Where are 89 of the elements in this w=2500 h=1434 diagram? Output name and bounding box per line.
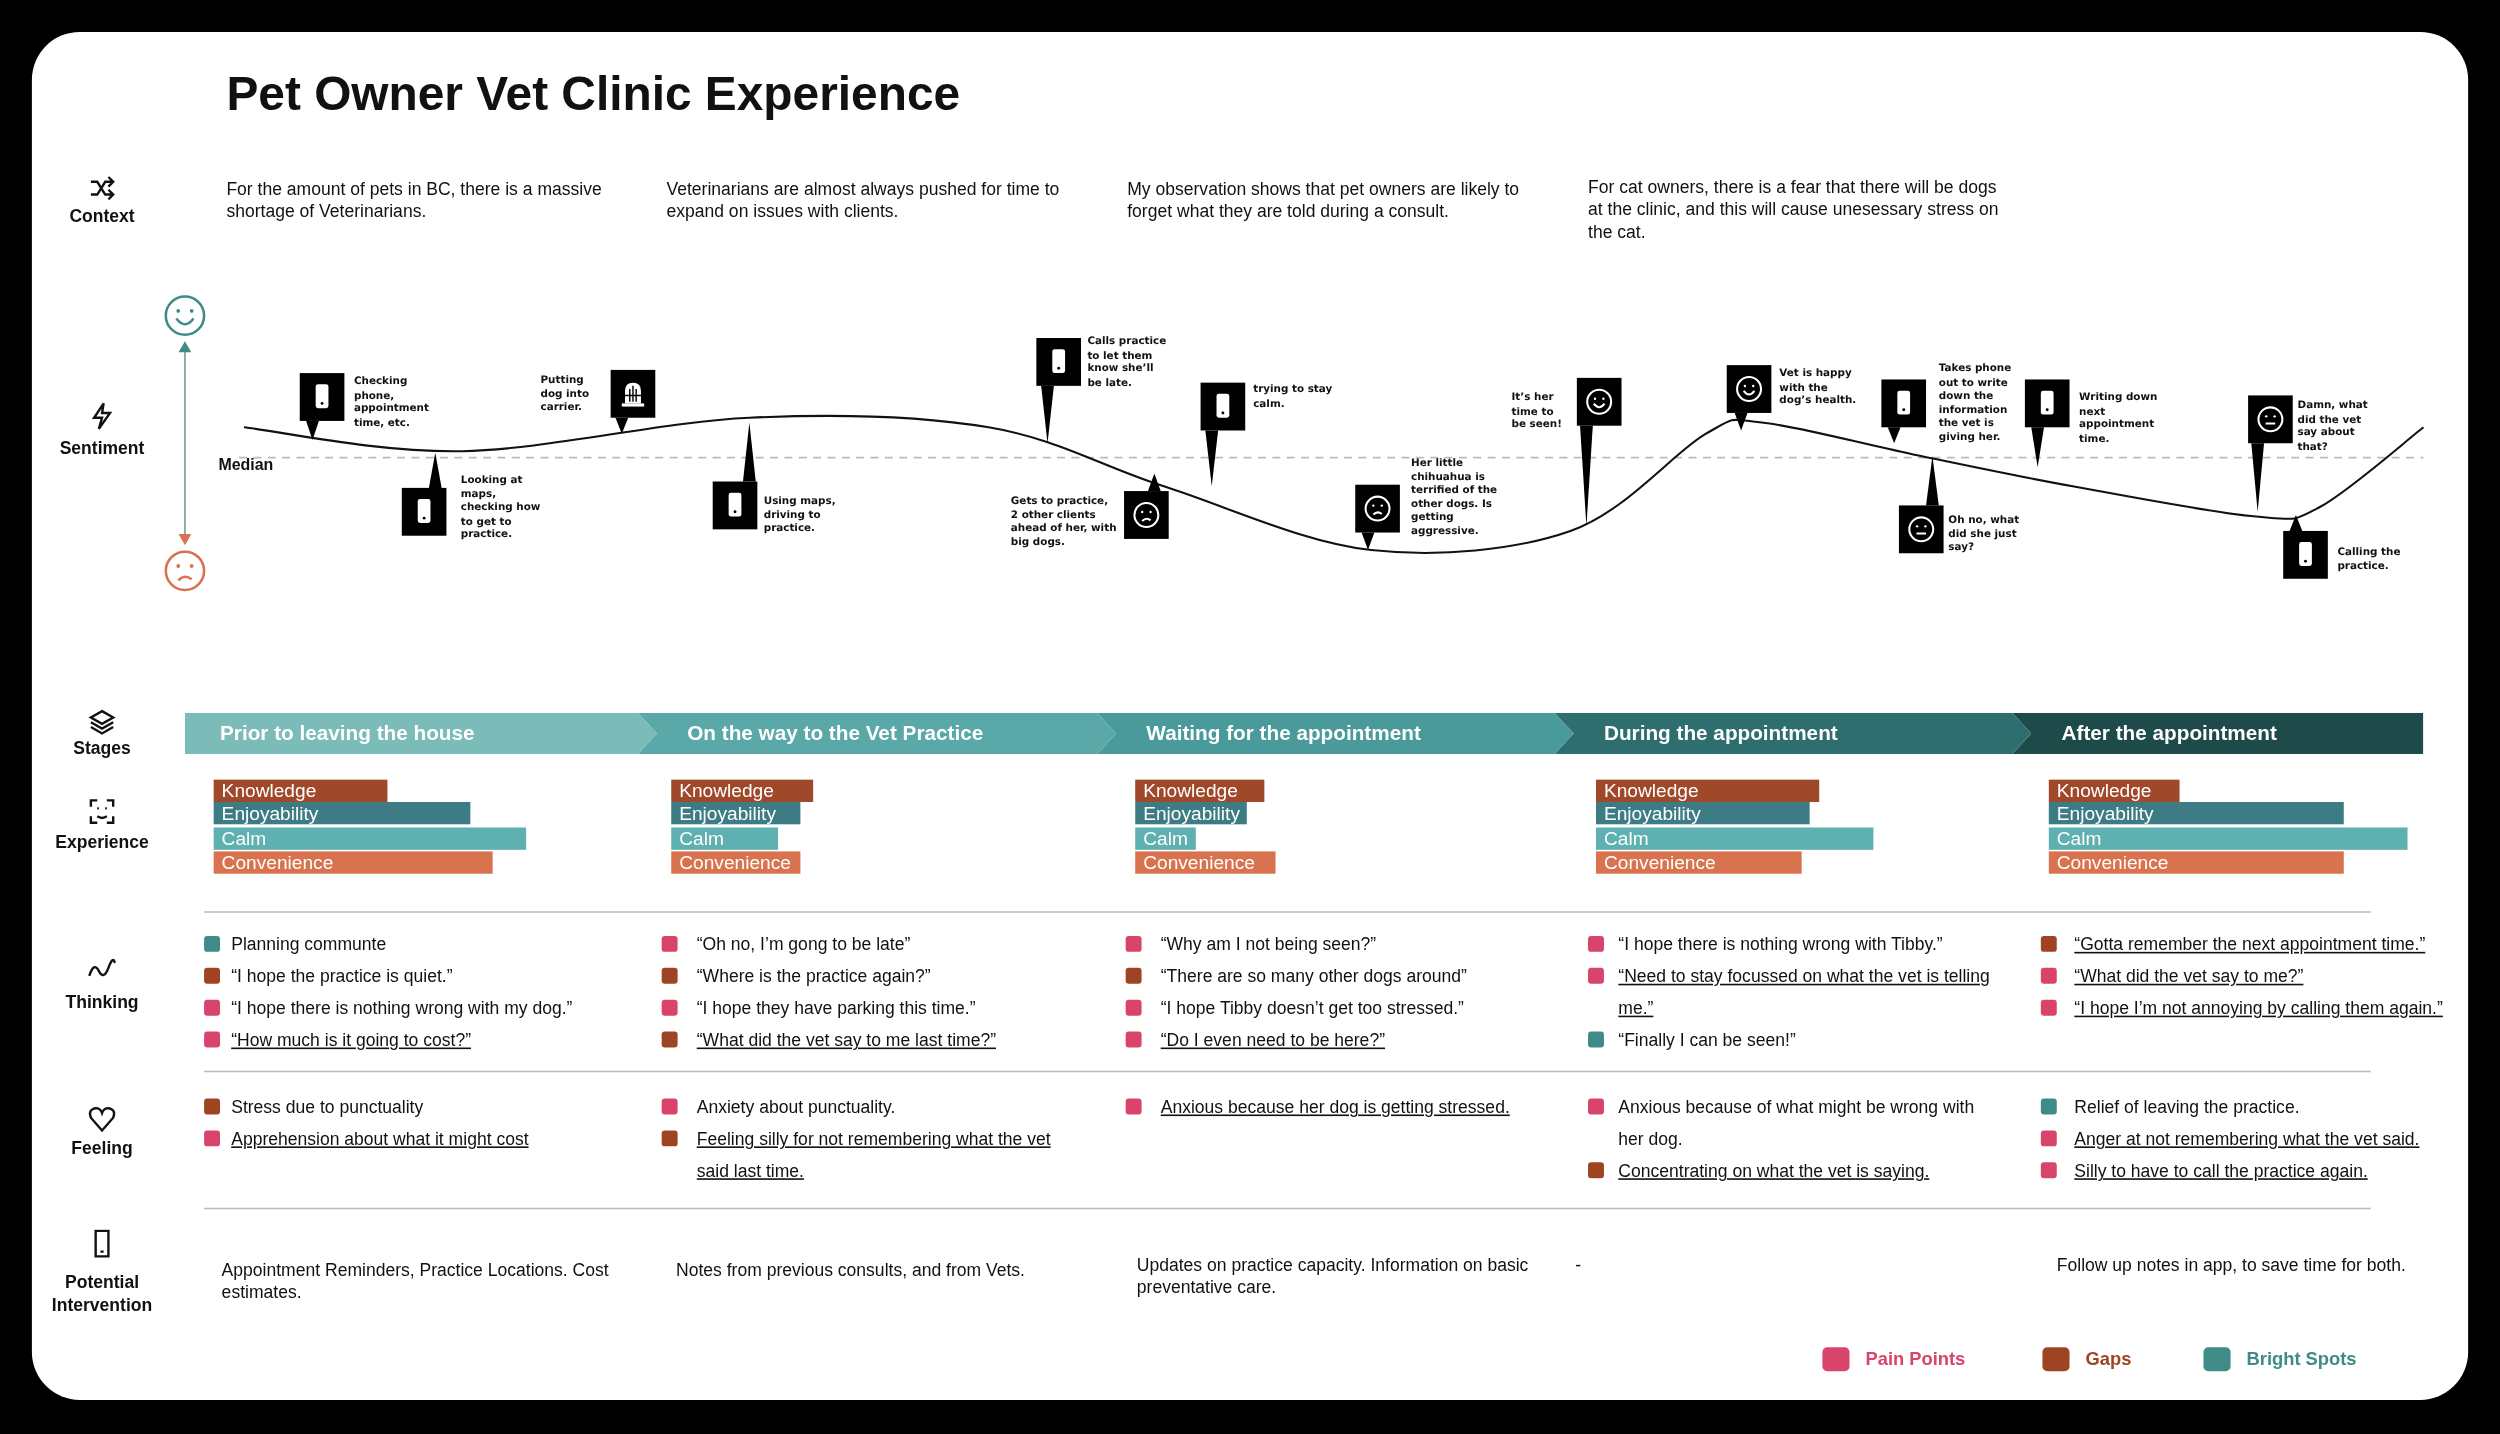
bullet-text: Anxious because her dog is getting stressed.	[1160, 1095, 1511, 1118]
bullet-text: Feeling silly for not remembering what the vet said last time.	[696, 1127, 1052, 1182]
bullet-text: Silly to have to call the practice again.	[2074, 1159, 2369, 1182]
callout-text: Looking at maps, checking how to get to practice.	[460, 473, 541, 542]
row-heading: Context	[68, 204, 136, 227]
bullet-text: “Finally I can be seen!”	[1618, 1029, 1797, 1051]
experience-bar: Enjoyability	[1135, 802, 1247, 825]
experience-bar: Knowledge	[213, 779, 388, 802]
experience-bar: Convenience	[671, 851, 801, 874]
context-text: Veterinarians are almost always pushed for time to expand on issues with clients.	[666, 177, 1061, 222]
callout-text: Oh no, what did she just say?	[1948, 513, 2021, 555]
callout-text: Checking phone, appointment time, etc.	[353, 374, 430, 429]
bullet-text: “How much is it going to cost?”	[231, 1029, 472, 1051]
experience-bar: Knowledge	[1135, 779, 1265, 802]
callout-text: Takes phone out to write down the information the vet is giving her.	[1938, 361, 2013, 444]
bullet-text: Anxious because of what might be wrong with her dog.	[1618, 1095, 1976, 1151]
stage-banner: On the way to the Vet Practice	[637, 712, 1117, 755]
callout-text: Putting dog into carrier.	[540, 373, 591, 414]
legend-label: Pain Points	[1865, 1347, 1966, 1370]
experience-bar: Convenience	[1135, 851, 1276, 874]
bullet-text: Anxiety about punctuality.	[696, 1095, 897, 1119]
title: Pet Owner Vet Clinic Experience	[226, 66, 961, 122]
bullet-text: “What did the vet say to me last time?”	[696, 1029, 997, 1051]
bullet-text: “What did the vet say to me?”	[2074, 965, 2305, 988]
callout-text: Calling the practice.	[2337, 545, 2402, 573]
row-heading: Stages	[72, 737, 132, 759]
callout-text: Calls practice to let them know she’ll be late.	[1087, 334, 1168, 390]
context-text: My observation shows that pet owners are likely to forget what they are told during a consult.	[1127, 177, 1521, 222]
experience-bar: Calm	[671, 827, 779, 850]
intervention-text: Updates on practice capacity. Information on basic preventative care.	[1136, 1253, 1530, 1298]
context-text: For the amount of pets in BC, there is a massive shortage of Veterinarians.	[226, 177, 603, 222]
experience-bar: Enjoyability	[671, 802, 801, 825]
experience-bar: Calm	[213, 827, 527, 850]
bullet-text: Concentrating on what the vet is saying.	[1618, 1159, 1931, 1183]
bullet-text: “I hope there is nothing wrong with my dog.”	[231, 997, 574, 1019]
experience-bar: Knowledge	[671, 779, 814, 802]
bullet-text: “Do I even need to be here?”	[1160, 1029, 1386, 1051]
row-heading: Sentiment	[58, 437, 146, 460]
callout-text: Her little chihuahua is terrified of the other dogs. Is getting aggressive.	[1411, 456, 1499, 538]
experience-bar: Calm	[1596, 827, 1874, 850]
row-heading: Experience	[54, 831, 150, 853]
row-heading: Potential Intervention	[50, 1271, 154, 1316]
bullet-text: Relief of leaving the practice.	[2074, 1095, 2301, 1118]
bullet-text: Planning communte	[231, 933, 388, 956]
legend-label: Bright Spots	[2246, 1347, 2357, 1370]
experience-bar: Knowledge	[2048, 779, 2180, 802]
bullet-text: “Where is the practice again?”	[696, 965, 932, 987]
experience-bar: Calm	[2048, 827, 2408, 850]
experience-bar: Convenience	[2048, 851, 2344, 874]
experience-bar: Enjoyability	[2048, 802, 2344, 825]
row-heading: Feeling	[70, 1137, 134, 1160]
bullet-text: “I hope Tibby doesn’t get too stressed.”	[1160, 997, 1465, 1019]
bullet-text: Anger at not remembering what the vet said.	[2074, 1127, 2421, 1150]
intervention-text: Appointment Reminders, Practice Locations. Cost estimates.	[221, 1258, 610, 1303]
experience-bar: Enjoyability	[213, 802, 471, 825]
stage-banner: After the appointment	[2012, 712, 2424, 755]
intervention-text: Follow up notes in app, to save time for both.	[2056, 1253, 2407, 1276]
stage-banner: During the appointment	[1554, 712, 2032, 755]
callout-text: Using maps, driving to practice.	[763, 494, 837, 535]
callout-text: Gets to practice, 2 other clients ahead of her, with big dogs.	[1010, 494, 1118, 549]
bullet-text: “Need to stay focussed on what the vet is telling me.”	[1618, 965, 1991, 1020]
callout-text: It’s her time to be seen!	[1511, 390, 1563, 432]
experience-bar: Knowledge	[1596, 779, 1820, 802]
legend-label: Gaps	[2085, 1347, 2132, 1370]
experience-bar: Enjoyability	[1596, 802, 1810, 825]
bullet-text: “There are so many other dogs around”	[1160, 965, 1468, 987]
bullet-text: “I hope there is nothing wrong with Tibby.”	[1618, 933, 1944, 956]
stage-banner: Prior to leaving the house	[184, 712, 657, 755]
axis-label: Median	[218, 455, 274, 476]
bullet-text: “Gotta remember the next appointment time.”	[2074, 933, 2427, 956]
stage-banner: Waiting for the appointment	[1096, 712, 1574, 755]
callout-text: Writing down next appointment time.	[2079, 390, 2159, 445]
experience-bar: Calm	[1135, 827, 1196, 850]
bullet-text: “Oh no, I’m gong to be late”	[696, 933, 912, 956]
experience-bar: Convenience	[213, 851, 493, 874]
bullet-text: Stress due to punctuality	[231, 1095, 425, 1118]
row-heading: Thinking	[64, 990, 140, 1013]
callout-text: Vet is happy with the dog’s health.	[1779, 366, 1858, 408]
bullet-text: Apprehension about what it might cost	[231, 1127, 530, 1150]
intervention-text: -	[1575, 1253, 1583, 1276]
bullet-text: “I hope they have parking this time.”	[696, 997, 977, 1019]
bullet-text: “I hope the practice is quiet.”	[231, 965, 454, 987]
context-text: For cat owners, there is a fear that there will be dogs at the clinic, and this will cause unesessary stress on the cat.	[1588, 176, 2000, 243]
intervention-text: Notes from previous consults, and from Vets.	[676, 1258, 1026, 1281]
bullet-text: “I hope I’m not annoying by calling them again.”	[2074, 997, 2444, 1020]
callout-text: trying to stay calm.	[1253, 382, 1333, 410]
experience-bar: Convenience	[1596, 851, 1802, 874]
bullet-text: “Why am I not being seen?”	[1160, 933, 1378, 956]
callout-text: Damn, what did the vet say about that?	[2297, 398, 2369, 453]
